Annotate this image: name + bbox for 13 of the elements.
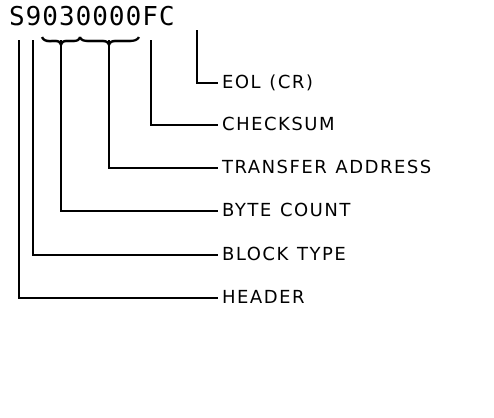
part-label: BYTE COUNT: [222, 200, 352, 222]
leader-line: [18, 40, 218, 299]
record-string: S9030000FC: [9, 2, 176, 32]
leader-line: [196, 30, 218, 84]
part-label: CHECKSUM: [222, 114, 336, 136]
leader-line: [108, 40, 218, 169]
part-label: TRANSFER ADDRESS: [222, 157, 433, 179]
part-label: HEADER: [222, 287, 306, 309]
leader-line: [60, 40, 218, 212]
leader-line: [150, 40, 218, 126]
leader-line: [32, 40, 218, 256]
part-label: EOL (CR): [222, 72, 314, 94]
part-label: BLOCK TYPE: [222, 244, 348, 266]
